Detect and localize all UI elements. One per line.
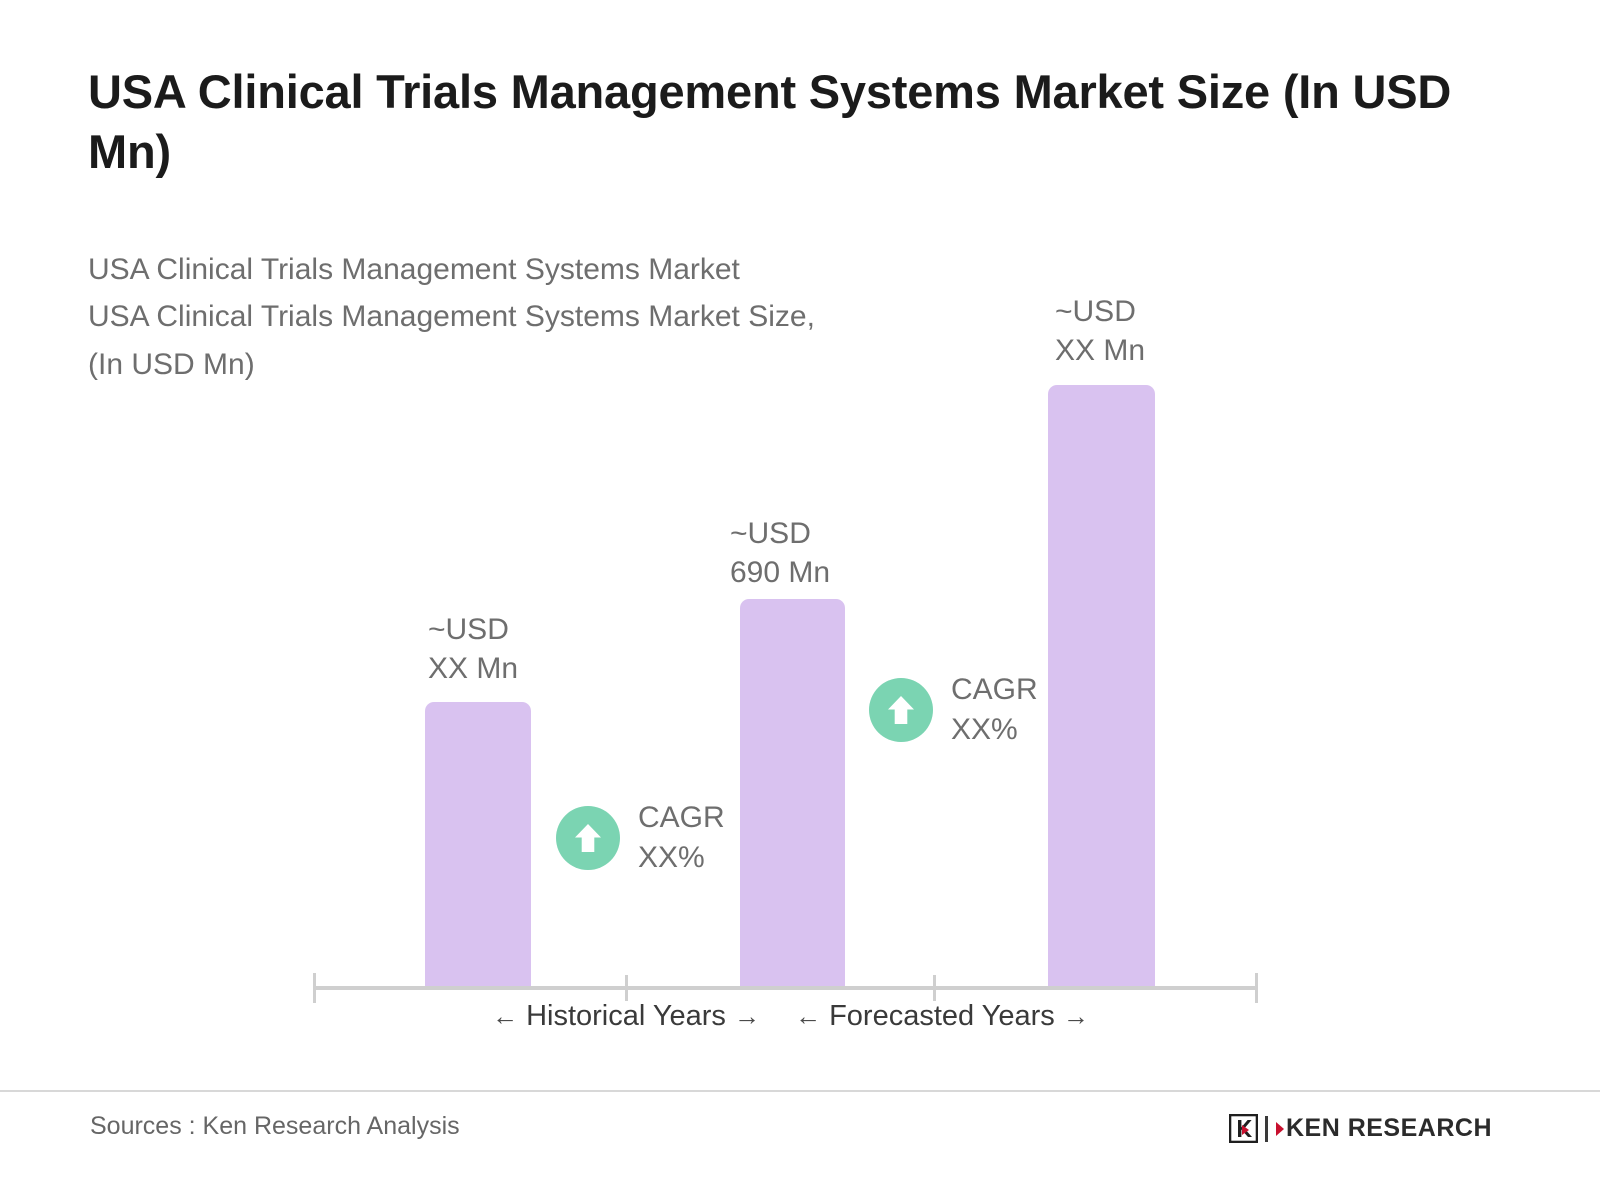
x-axis-line — [313, 986, 1258, 990]
axis-tick-start — [313, 973, 316, 1003]
bar-label-forecast-year: ~USD XX Mn — [1055, 295, 1146, 367]
source-note: Sources : Ken Research Analysis — [90, 1112, 460, 1140]
arrow-right-icon: → — [1062, 1001, 1089, 1031]
axis-range-forecasted: ← Forecasted Years → — [795, 1000, 1089, 1033]
axis-range-historical-label: Historical Years — [526, 1000, 726, 1032]
arrow-up-icon — [869, 677, 933, 742]
chart-subtitle: USA Clinical Trials Management Systems M… — [88, 253, 815, 381]
ken-research-logo: KEN RESEARCH — [1228, 1113, 1492, 1144]
cagr-label-historical: CAGR XX% — [638, 801, 725, 874]
axis-tick-end — [1255, 973, 1258, 1003]
page-title: USA Clinical Trials Management Systems M… — [88, 65, 1452, 179]
cagr-label-forecast: CAGR XX% — [951, 673, 1038, 746]
cagr-annotation-forecast[interactable]: CAGR XX% — [869, 670, 1038, 749]
bar-historical-year[interactable] — [425, 702, 531, 988]
arrow-up-icon — [556, 805, 620, 870]
arrow-left-icon: ← — [492, 1001, 518, 1031]
axis-tick-mid-2 — [933, 975, 936, 1001]
axis-tick-mid-1 — [625, 975, 628, 1001]
logo-wordmark: KEN RESEARCH — [1275, 1114, 1492, 1143]
axis-range-forecasted-label: Forecasted Years — [829, 1000, 1055, 1032]
arrow-left-icon: ← — [795, 1001, 821, 1031]
arrow-right-icon: → — [734, 1001, 760, 1031]
bar-base-year[interactable] — [740, 599, 845, 988]
logo-divider — [1264, 1115, 1268, 1142]
footer-divider — [0, 1090, 1600, 1092]
bar-forecast-year[interactable] — [1048, 385, 1155, 988]
bar-label-base-year: ~USD 690 Mn — [730, 517, 831, 589]
logo-wordmark-text: KEN RESEARCH — [1285, 1114, 1492, 1142]
cagr-annotation-historical[interactable]: CAGR XX% — [556, 798, 725, 877]
axis-range-historical: ← Historical Years → — [492, 1000, 760, 1033]
bar-label-historical-year: ~USD XX Mn — [428, 613, 519, 685]
ken-research-k-mark-icon — [1228, 1113, 1259, 1144]
